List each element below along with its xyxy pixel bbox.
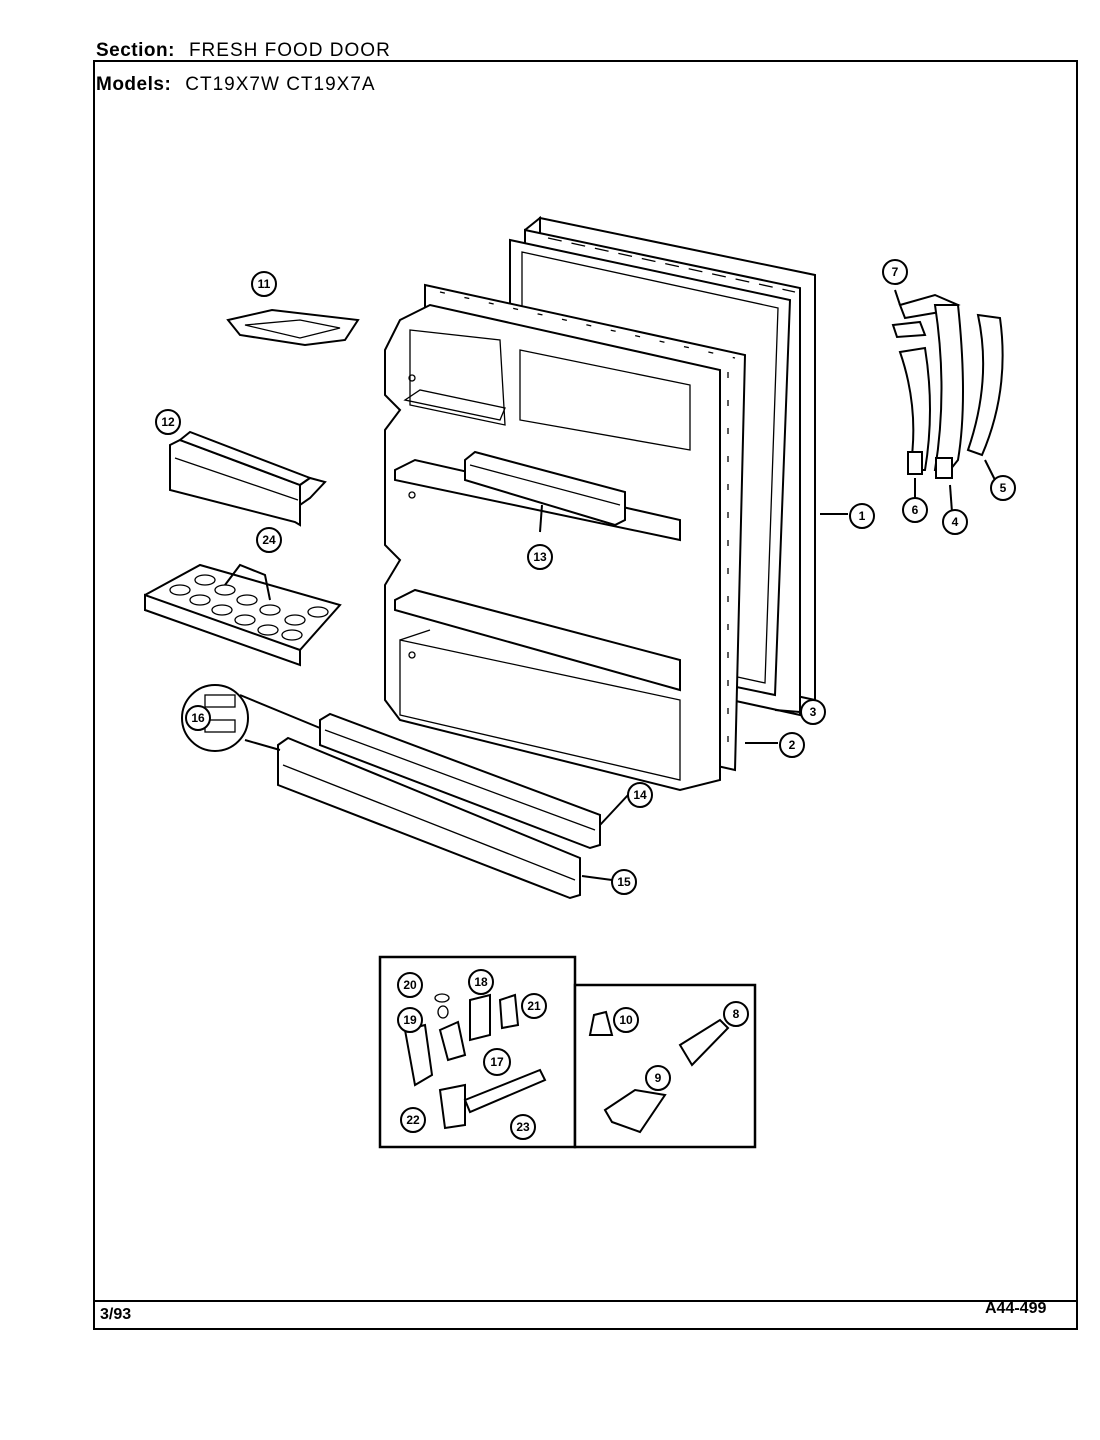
footer-code: A44-499 (985, 1300, 1047, 1317)
svg-text:8: 8 (733, 1007, 740, 1021)
callout-2: 2 (779, 732, 805, 758)
detail-magnifier (181, 684, 321, 752)
callout-9: 9 (645, 1065, 671, 1091)
callout-13: 13 (527, 544, 553, 570)
callout-16: 16 (185, 705, 211, 731)
section-label: Section: (96, 40, 175, 61)
models-label: Models: (96, 74, 172, 95)
svg-text:17: 17 (490, 1055, 504, 1069)
svg-text:6: 6 (912, 503, 919, 517)
door-liner (384, 303, 721, 792)
callout-23: 23 (510, 1114, 536, 1140)
callout-18: 18 (468, 969, 494, 995)
callout-24: 24 (256, 527, 282, 553)
callout-19: 19 (397, 1007, 423, 1033)
svg-text:12: 12 (161, 415, 175, 429)
svg-text:22: 22 (406, 1113, 420, 1127)
callout-10: 10 (613, 1007, 639, 1033)
callout-11: 11 (251, 271, 277, 297)
svg-text:16: 16 (191, 711, 205, 725)
svg-text:18: 18 (474, 975, 488, 989)
svg-text:4: 4 (952, 515, 959, 529)
svg-text:2: 2 (789, 738, 796, 752)
shelf-rail (464, 450, 626, 533)
callout-14: 14 (627, 782, 653, 808)
svg-text:19: 19 (403, 1013, 417, 1027)
section-header: Section: FRESH FOOD DOOR (96, 40, 391, 62)
callout-12: 12 (155, 409, 181, 435)
svg-text:20: 20 (403, 978, 417, 992)
svg-text:5: 5 (1000, 481, 1007, 495)
svg-text:21: 21 (527, 999, 541, 1013)
svg-text:7: 7 (892, 265, 899, 279)
svg-text:11: 11 (258, 277, 271, 291)
callout-15: 15 (611, 869, 637, 895)
callout-4: 4 (942, 509, 968, 535)
callout-6: 6 (902, 497, 928, 523)
callout-17: 17 (483, 1048, 511, 1076)
svg-text:1: 1 (859, 509, 866, 523)
svg-text:3: 3 (810, 705, 817, 719)
footer-divider (93, 1300, 1078, 1302)
section-value: FRESH FOOD DOOR (188, 40, 391, 61)
callout-7: 7 (882, 259, 908, 285)
callout-22: 22 (400, 1107, 426, 1133)
svg-text:9: 9 (655, 1071, 662, 1085)
callout-1: 1 (849, 503, 875, 529)
svg-text:15: 15 (617, 875, 631, 889)
svg-text:23: 23 (516, 1120, 530, 1134)
leader-lines (581, 289, 996, 881)
dairy-cover (226, 308, 360, 347)
diagram-frame (93, 60, 1078, 1330)
footer-date: 3/93 (100, 1306, 132, 1323)
butter-compartment (169, 430, 327, 527)
callout-5: 5 (990, 475, 1016, 501)
svg-text:10: 10 (619, 1013, 633, 1027)
svg-text:14: 14 (633, 788, 647, 802)
models-header: Models: CT19X7W CT19X7A (96, 74, 376, 96)
svg-text:13: 13 (533, 550, 547, 564)
models-value: CT19X7W CT19X7A (185, 74, 376, 95)
callout-21: 21 (521, 993, 547, 1019)
door-bar-upper (319, 712, 601, 850)
callout-20: 20 (397, 972, 423, 998)
door-bar-lower (277, 736, 581, 900)
egg-tray (144, 563, 342, 667)
callout-3: 3 (800, 699, 826, 725)
handle-assembly (891, 293, 1004, 479)
callout-8: 8 (723, 1001, 749, 1027)
svg-text:24: 24 (262, 533, 276, 547)
